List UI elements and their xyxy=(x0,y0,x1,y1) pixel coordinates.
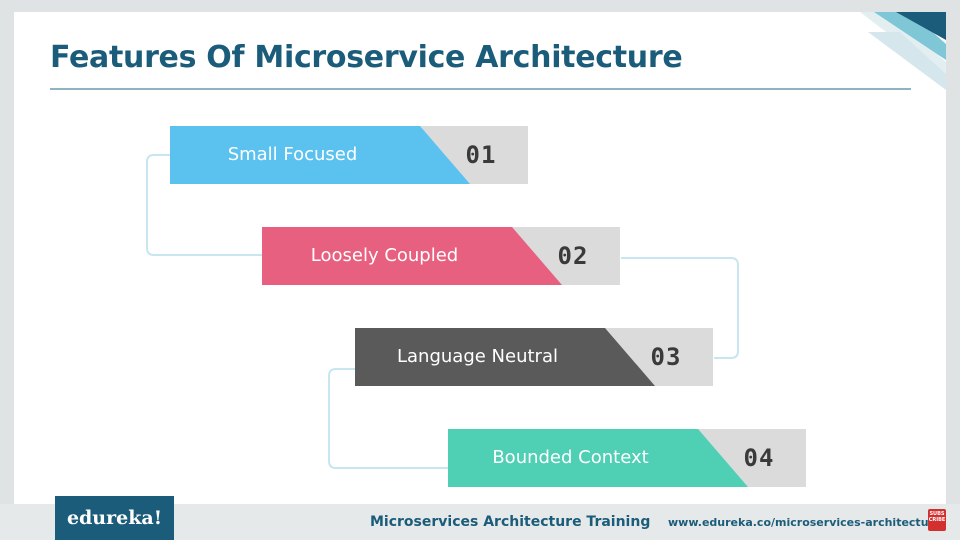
feature-label-1: Small Focused xyxy=(227,144,358,165)
connector-1-2 xyxy=(146,154,262,256)
subscribe-badge-icon[interactable]: SUBSCRIBE xyxy=(928,509,946,531)
slide-canvas: Features Of Microservice Architecture Sm… xyxy=(14,12,946,504)
feature-label-3: Language Neutral xyxy=(397,346,558,367)
footer-url-link[interactable]: www.edureka.co/microservices-architectur… xyxy=(668,516,930,529)
connector-2-3 xyxy=(621,257,739,359)
title-divider xyxy=(50,88,911,90)
feature-label-2: Loosely Coupled xyxy=(310,245,459,266)
feature-label-4: Bounded Context xyxy=(492,447,649,468)
feature-band-2 xyxy=(262,227,562,285)
feature-number-2: 02 xyxy=(557,242,589,270)
feature-row-1: Small Focused 01 xyxy=(170,126,528,184)
feature-number-4: 04 xyxy=(743,444,775,472)
feature-number-1: 01 xyxy=(465,141,497,169)
corner-stripes-icon xyxy=(860,12,946,90)
footer-course-title: Microservices Architecture Training xyxy=(370,514,651,530)
feature-band-4 xyxy=(448,429,748,487)
feature-row-3: Language Neutral 03 xyxy=(355,328,713,386)
feature-band-1 xyxy=(170,126,470,184)
feature-number-3: 03 xyxy=(650,343,682,371)
feature-row-4: Bounded Context 04 xyxy=(448,429,806,487)
feature-band-3 xyxy=(355,328,655,386)
connector-3-4 xyxy=(328,368,448,469)
feature-row-2: Loosely Coupled 02 xyxy=(262,227,620,285)
page-title: Features Of Microservice Architecture xyxy=(50,40,683,75)
edureka-logo: edureka! xyxy=(55,496,174,540)
flow-connectors xyxy=(146,154,739,469)
